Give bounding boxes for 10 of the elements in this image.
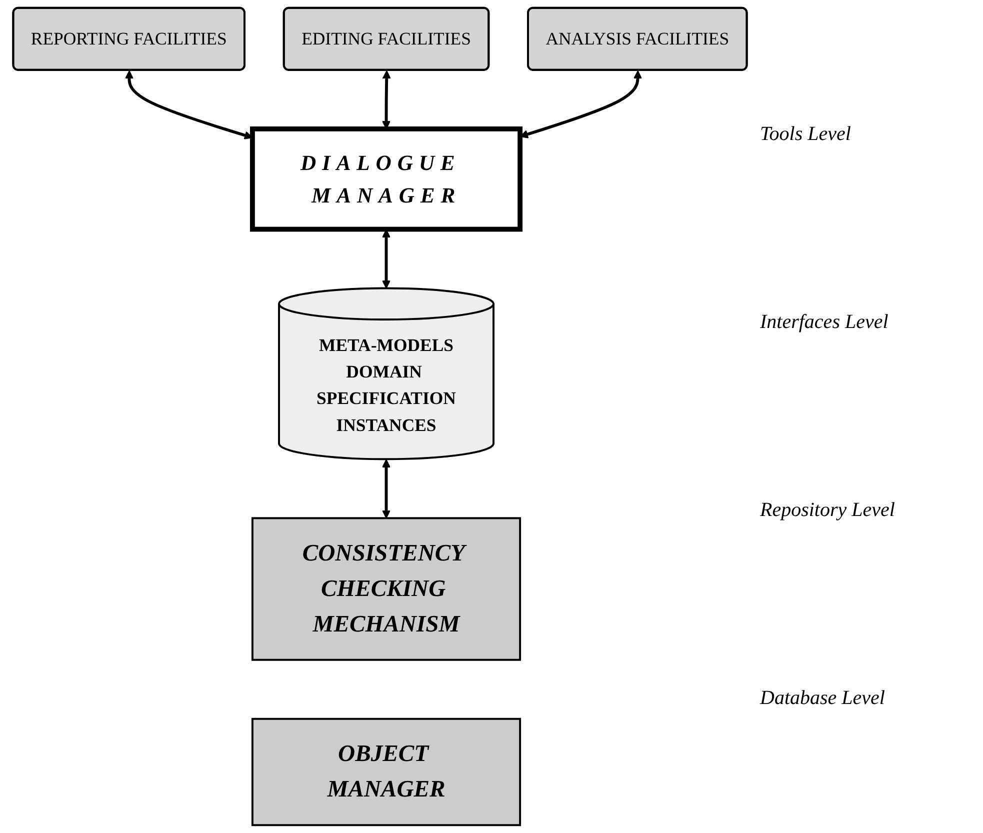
arrow: [382, 229, 391, 289]
level-label: Tools Level: [760, 122, 852, 146]
level-label: Database Level: [760, 687, 886, 710]
node-box: [250, 126, 523, 232]
diagram: REPORTING FACILITIES EDITING FACILITIES ANALYSIS FACILITIES DIALOGUE MANAGER META-MODELS DOMAIN SPECIFICATION INSTANCES CONSISTENCY CHECKING MECHANISM OBJECT MANAGER: [0, 0, 760, 833]
arrow: [382, 459, 391, 519]
node-box: [251, 718, 522, 826]
node-box: [251, 517, 522, 661]
level-label: Interfaces Level: [760, 310, 890, 334]
level-label: Repository Level: [760, 499, 896, 522]
